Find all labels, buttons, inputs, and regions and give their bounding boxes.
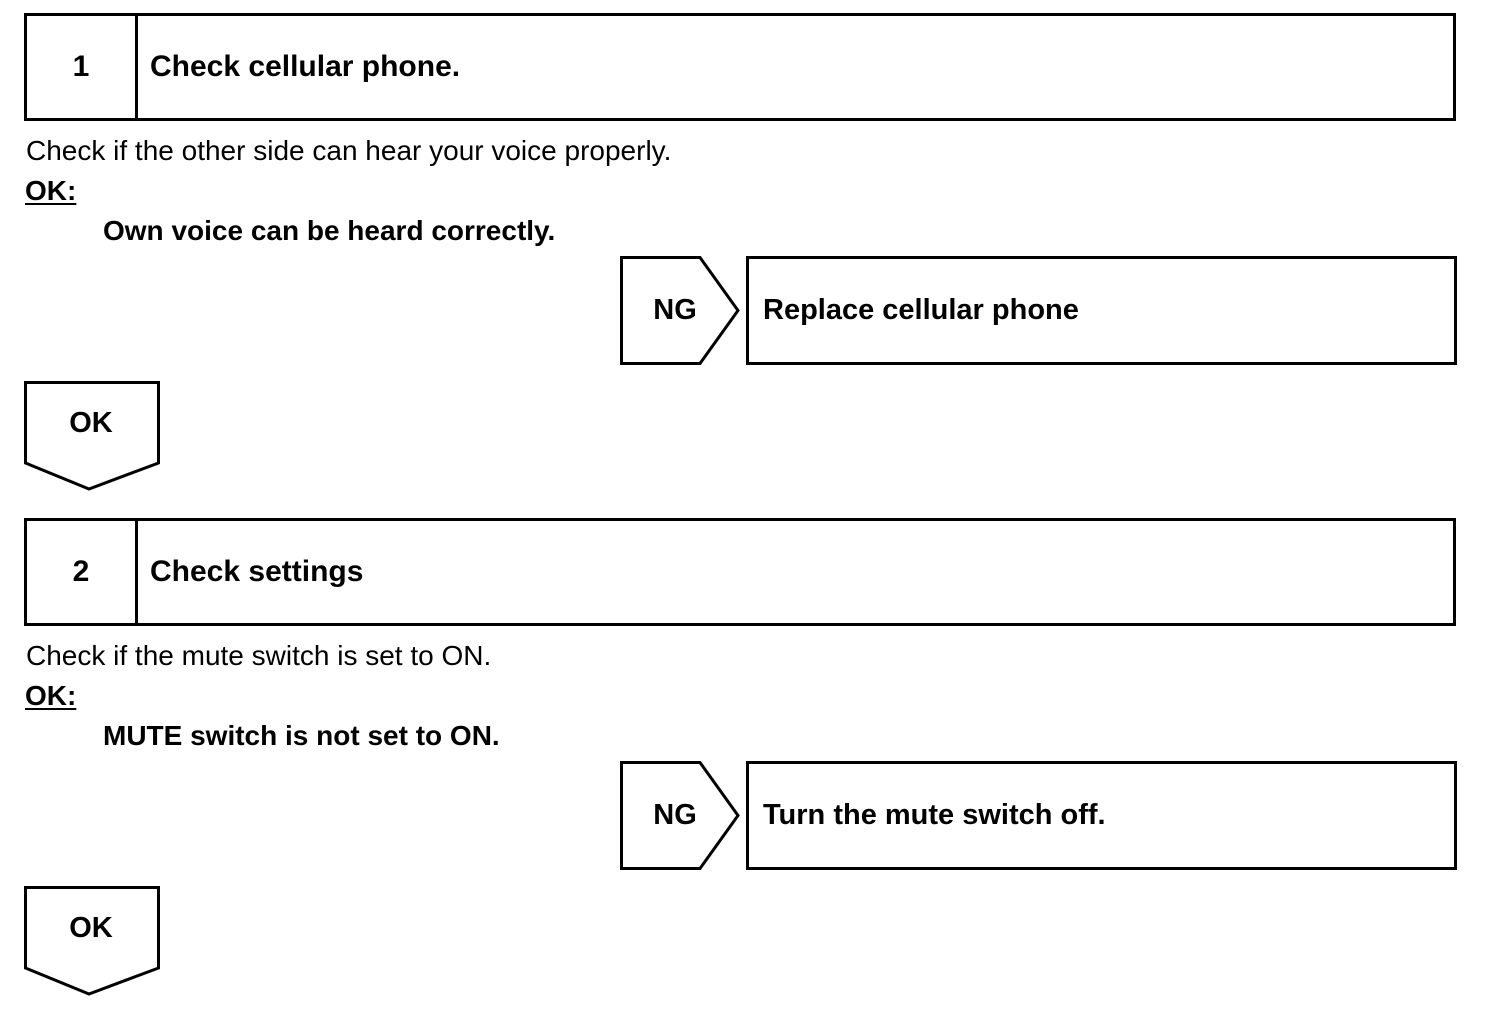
step-1-ng-label: NG [653, 293, 697, 326]
step-2-title: Check settings [150, 555, 364, 588]
step-2-ok-down-arrow-icon [24, 886, 160, 996]
step-1-ng-arrow-icon [620, 256, 740, 365]
step-2-ok-criterion: MUTE switch is not set to ON. [103, 720, 500, 751]
step-1-ok-label: OK: [25, 175, 77, 206]
step-1-ok-next-label: OK [69, 407, 113, 439]
step-2-ok-next-label: OK [69, 912, 113, 944]
step-1-number: 1 [27, 16, 138, 118]
step-2-ok-label: OK: [25, 680, 77, 711]
step-1-ok-criterion: Own voice can be heard correctly. [103, 215, 556, 246]
step-1-instruction: Check if the other side can hear your vo… [26, 135, 672, 166]
step-2-header: 2 Check settings [24, 518, 1456, 626]
step-1-ng-action: Replace cellular phone [746, 256, 1457, 365]
step-2-instruction: Check if the mute switch is set to ON. [26, 640, 492, 671]
step-1-title: Check cellular phone. [150, 50, 461, 83]
step-1-header: 1 Check cellular phone. [24, 13, 1456, 121]
step-2-section: 2 Check settings Check if the mute switc… [0, 505, 1504, 1010]
step-2-ng-label: NG [653, 798, 697, 831]
step-1-section: 1 Check cellular phone. Check if the oth… [0, 0, 1504, 505]
step-2-ng-action: Turn the mute switch off. [746, 761, 1457, 870]
step-2-ng-arrow-icon [620, 761, 740, 870]
step-1-ok-down-arrow-icon [24, 381, 160, 491]
step-2-number: 2 [27, 521, 138, 623]
